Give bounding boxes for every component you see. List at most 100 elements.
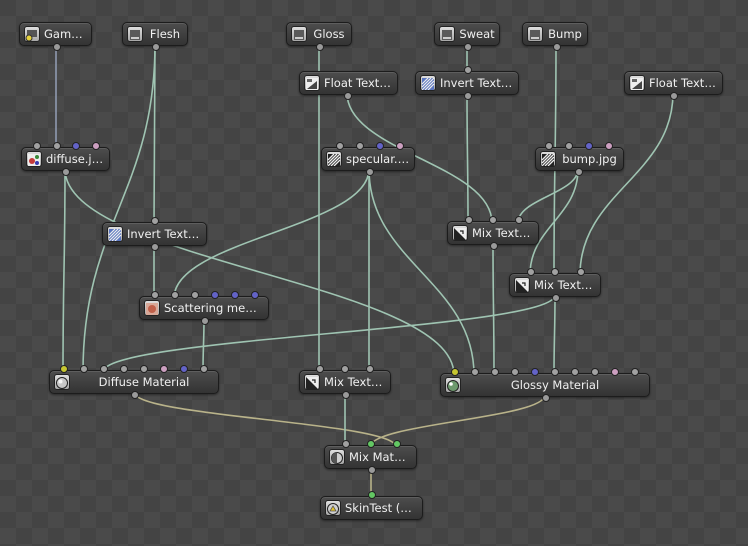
input-socket[interactable] <box>451 368 459 376</box>
input-socket[interactable] <box>376 142 384 150</box>
node-label: SkinTest (out) <box>345 501 418 515</box>
input-socket[interactable] <box>471 368 479 376</box>
input-socket[interactable] <box>396 142 404 150</box>
input-socket[interactable] <box>151 291 159 299</box>
node-link <box>492 242 495 376</box>
input-socket[interactable] <box>491 368 499 376</box>
input-socket[interactable] <box>100 365 108 373</box>
input-socket[interactable] <box>191 291 199 299</box>
output-socket[interactable] <box>552 294 560 302</box>
input-socket[interactable] <box>336 142 344 150</box>
output-socket[interactable] <box>575 168 583 176</box>
node-gloss[interactable]: Gloss <box>286 22 352 51</box>
input-socket[interactable] <box>515 216 523 224</box>
input-socket[interactable] <box>171 291 179 299</box>
node-sweat[interactable]: Sweat <box>434 22 500 51</box>
input-socket[interactable] <box>527 268 535 276</box>
input-socket[interactable] <box>53 142 61 150</box>
input-socket[interactable] <box>33 142 41 150</box>
input-socket[interactable] <box>464 66 472 74</box>
input-socket[interactable] <box>151 217 159 225</box>
input-socket[interactable] <box>393 440 401 448</box>
node-link <box>133 391 397 448</box>
input-socket[interactable] <box>489 216 497 224</box>
output-socket[interactable] <box>316 43 324 51</box>
input-socket[interactable] <box>140 365 148 373</box>
input-socket[interactable] <box>316 365 324 373</box>
output-socket[interactable] <box>542 394 550 402</box>
output-socket[interactable] <box>131 391 139 399</box>
input-socket[interactable] <box>367 440 375 448</box>
input-socket[interactable] <box>511 368 519 376</box>
node-invert-texture[interactable]: Invert Texture <box>102 217 207 251</box>
node-material-output[interactable]: SkinTest (out) <box>320 491 423 520</box>
mix-texture-icon <box>304 374 320 390</box>
node-float-texture[interactable]: Float Texture <box>624 71 723 100</box>
input-socket[interactable] <box>611 368 619 376</box>
node-gamma[interactable]: Gamma <box>19 22 92 51</box>
input-socket[interactable] <box>231 291 239 299</box>
node-diffuse-material[interactable]: Diffuse Material <box>49 365 219 399</box>
input-socket[interactable] <box>92 142 100 150</box>
input-socket[interactable] <box>120 365 128 373</box>
input-socket[interactable] <box>356 142 364 150</box>
input-socket[interactable] <box>160 365 168 373</box>
parameter-icon <box>127 26 143 42</box>
output-socket[interactable] <box>342 391 350 399</box>
output-socket[interactable] <box>62 168 70 176</box>
invert-texture-icon <box>107 226 123 242</box>
input-socket[interactable] <box>551 368 559 376</box>
input-socket[interactable] <box>80 365 88 373</box>
medium-icon <box>144 300 160 316</box>
input-socket[interactable] <box>545 142 553 150</box>
node-invert-texture[interactable]: Invert Texture <box>415 66 519 100</box>
output-socket[interactable] <box>344 92 352 100</box>
input-socket[interactable] <box>368 491 376 499</box>
input-socket[interactable] <box>551 268 559 276</box>
output-socket[interactable] <box>553 43 561 51</box>
input-socket[interactable] <box>565 142 573 150</box>
input-socket[interactable] <box>211 291 219 299</box>
input-socket[interactable] <box>571 368 579 376</box>
input-socket[interactable] <box>585 142 593 150</box>
input-socket[interactable] <box>72 142 80 150</box>
input-socket[interactable] <box>180 365 188 373</box>
node-bump[interactable]: Bump <box>522 22 588 51</box>
input-socket[interactable] <box>577 268 585 276</box>
input-socket[interactable] <box>465 216 473 224</box>
output-socket[interactable] <box>152 43 160 51</box>
input-socket[interactable] <box>341 365 349 373</box>
output-socket[interactable] <box>201 317 209 325</box>
node-float-texture[interactable]: Float Texture <box>299 71 398 100</box>
input-socket[interactable] <box>366 365 374 373</box>
node-specular-jpg[interactable]: specular.jpg <box>321 142 415 176</box>
output-socket[interactable] <box>464 43 472 51</box>
input-socket[interactable] <box>591 368 599 376</box>
node-bump-jpg[interactable]: bump.jpg <box>535 142 624 176</box>
output-socket[interactable] <box>53 43 61 51</box>
node-glossy-material[interactable]: Glossy Material <box>440 368 650 402</box>
output-socket[interactable] <box>151 243 159 251</box>
node-mix-texture[interactable]: Mix Texture <box>447 216 539 250</box>
node-flesh[interactable]: Flesh <box>122 22 188 51</box>
node-mix-material[interactable]: Mix Material <box>324 440 417 474</box>
output-socket[interactable] <box>464 92 472 100</box>
glossy-material-icon <box>445 377 461 393</box>
output-socket[interactable] <box>368 466 376 474</box>
output-socket[interactable] <box>670 92 678 100</box>
input-socket[interactable] <box>531 368 539 376</box>
input-socket[interactable] <box>60 365 68 373</box>
input-socket[interactable] <box>251 291 259 299</box>
node-mix-texture[interactable]: Mix Texture <box>299 365 391 399</box>
node-link <box>517 168 579 224</box>
input-socket[interactable] <box>631 368 639 376</box>
input-socket[interactable] <box>200 365 208 373</box>
node-scattering-medium[interactable]: Scattering medium <box>139 291 269 325</box>
grayscale-texture-icon <box>326 151 342 167</box>
input-socket[interactable] <box>342 440 350 448</box>
node-mix-texture[interactable]: Mix Texture <box>509 268 601 302</box>
output-socket[interactable] <box>490 242 498 250</box>
node-diffuse-jpg[interactable]: diffuse.jpg <box>21 142 110 176</box>
output-socket[interactable] <box>366 168 374 176</box>
input-socket[interactable] <box>605 142 613 150</box>
